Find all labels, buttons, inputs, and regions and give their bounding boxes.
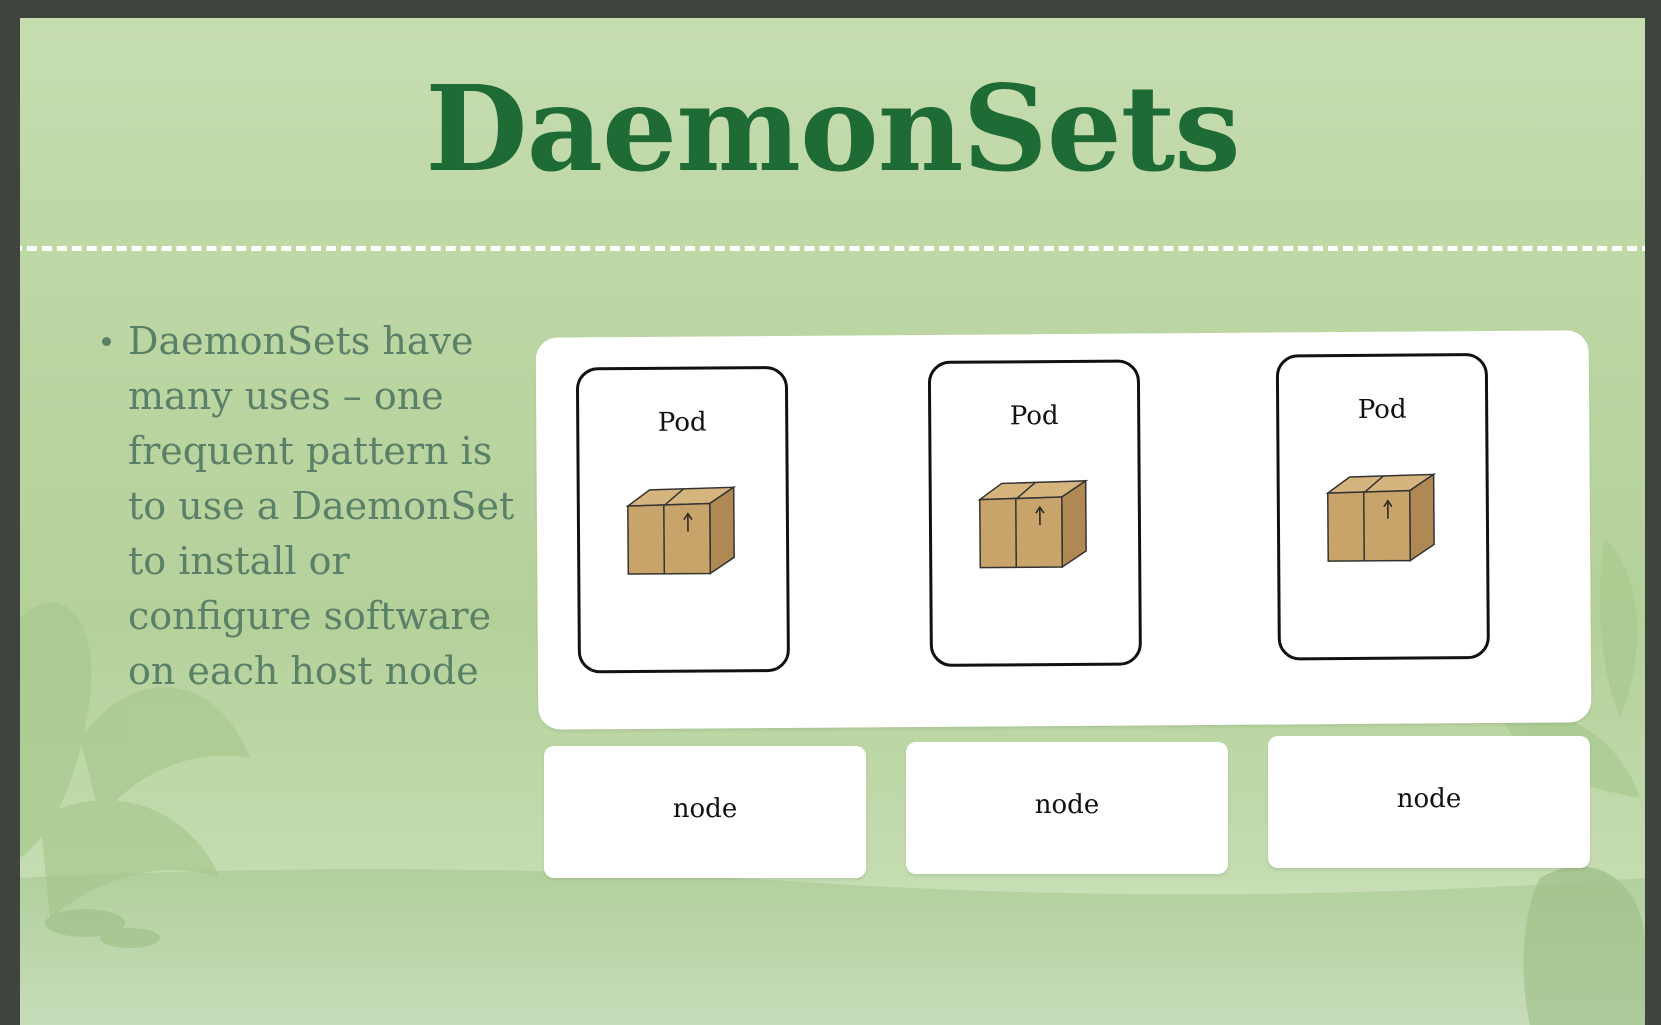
slide-title: DaemonSets: [425, 59, 1240, 198]
package-box-icon: [625, 485, 737, 575]
pod-card: Pod: [1275, 353, 1490, 661]
node-label: node: [1034, 790, 1100, 820]
cluster-panel: Pod Pod Pod: [535, 330, 1592, 730]
node-box: node: [1268, 736, 1590, 868]
pod-card: Pod: [575, 365, 790, 674]
package-box-icon: [977, 479, 1089, 569]
node-box: node: [906, 742, 1228, 874]
dashed-divider: [20, 246, 1645, 251]
node-label: node: [1396, 784, 1462, 814]
pod-label: Pod: [1009, 401, 1059, 432]
pod-label: Pod: [1357, 394, 1407, 425]
package-box-icon: [1325, 473, 1437, 562]
pod-card: Pod: [927, 359, 1142, 667]
node-label: node: [672, 794, 738, 824]
slide: DaemonSets DaemonSets have many uses – o…: [20, 18, 1645, 1025]
bullet-icon: [102, 337, 111, 346]
bullet-text: DaemonSets have many uses – one frequent…: [128, 319, 515, 693]
foliage-decoration: [20, 538, 1645, 1025]
pod-label: Pod: [657, 407, 707, 438]
bullet-list: DaemonSets have many uses – one frequent…: [102, 314, 542, 699]
node-box: node: [544, 746, 866, 878]
